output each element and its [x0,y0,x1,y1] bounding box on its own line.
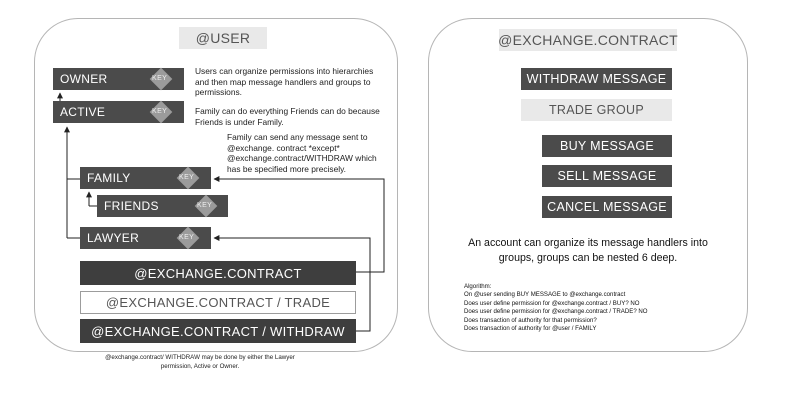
note-line: and then map message handlers and groups… [195,76,371,87]
handler-exchange-contract-trade[interactable]: @EXCHANGE.CONTRACT / TRADE [80,291,356,314]
note-line: Users can organize permissions into hier… [195,66,374,76]
permission-friends[interactable]: FRIENDS [97,195,228,217]
permission-lawyer-label: LAWYER [87,231,140,245]
contract-title: @EXCHANGE.CONTRACT [498,29,678,51]
withdraw-caption: @exchange.contract/ WITHDRAW may be done… [80,354,320,371]
permission-family[interactable]: FAMILY [80,167,211,189]
cancel-message[interactable]: CANCEL MESSAGE [542,196,672,218]
permission-lawyer[interactable]: LAWYER [80,227,211,249]
key-label: KEY [152,75,168,82]
handler-exchange-contract-withdraw[interactable]: @EXCHANGE.CONTRACT / WITHDRAW [80,319,356,343]
permission-friends-label: FRIENDS [104,199,159,213]
note-contract: Family can send any message sent to @exc… [227,132,397,174]
key-label: KEY [179,174,195,181]
sell-message[interactable]: SELL MESSAGE [542,165,672,187]
algorithm-text: Algorithm: On @user sending BUY MESSAGE … [464,283,734,333]
summary-line: An account can organize its message hand… [468,237,708,249]
note-line: @exchange. contract *except* [227,142,340,153]
withdraw-message[interactable]: WITHDRAW MESSAGE [521,68,672,90]
note-hierarchy: Users can organize permissions into hier… [195,66,395,98]
algorithm-line: Does transaction of authority for @user … [464,325,597,333]
note-line: Friends is under Family. [195,116,284,127]
key-label: KEY [179,234,195,241]
caption-line: @exchange.contract/ WITHDRAW may be done… [105,354,295,361]
algorithm-line: Does user define permission for @exchang… [464,299,640,307]
permission-owner[interactable]: OWNER [53,68,184,90]
note-line: has be specified more precisely. [227,163,347,174]
algorithm-line: Does transaction of authority for that p… [464,316,597,324]
nesting-summary: An account can organize its message hand… [446,236,730,266]
algorithm-line: Algorithm: [464,283,492,290]
permission-owner-label: OWNER [60,72,108,86]
algorithm-line: Does user define permission for @exchang… [464,308,648,316]
summary-line: groups, groups can be nested 6 deep. [498,252,678,264]
handler-exchange-contract[interactable]: @EXCHANGE.CONTRACT [80,261,356,285]
key-label: KEY [197,202,213,209]
note-line: Family can do everything Friends can do … [195,106,380,116]
buy-message[interactable]: BUY MESSAGE [542,135,672,157]
note-line: Family can send any message sent to [227,132,368,142]
user-title: @USER [179,27,267,49]
trade-group[interactable]: TRADE GROUP [521,99,672,121]
key-label: KEY [152,108,168,115]
caption-line: permission, Active or Owner. [160,362,240,370]
permission-family-label: FAMILY [87,171,131,185]
note-line: @exchange.contract/WITHDRAW which [227,153,377,163]
note-line: permissions. [195,87,243,97]
permission-active[interactable]: ACTIVE [53,101,184,123]
note-family: Family can do everything Friends can do … [195,106,400,127]
permission-active-label: ACTIVE [60,105,106,119]
algorithm-line: On @user sending BUY MESSAGE to @exchang… [464,291,626,299]
